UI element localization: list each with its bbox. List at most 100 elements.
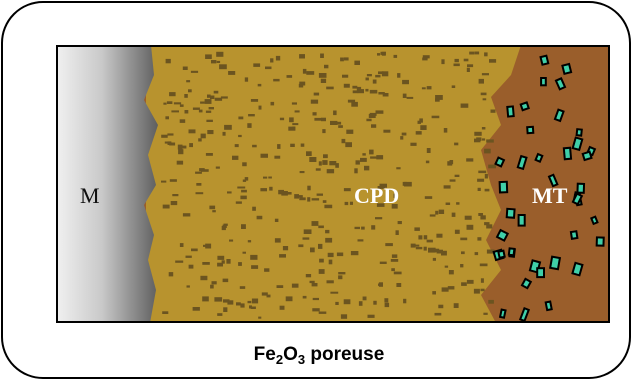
pore (244, 77, 249, 82)
crystal (569, 230, 579, 240)
pore (369, 89, 378, 94)
pore (454, 229, 460, 234)
pore (312, 112, 317, 116)
pore (251, 298, 259, 304)
pore (420, 125, 427, 130)
pore (435, 210, 439, 215)
pore (240, 195, 247, 200)
pore (229, 239, 234, 242)
pore (434, 312, 442, 316)
pore (249, 305, 252, 309)
pore (315, 168, 321, 171)
pore (209, 205, 216, 210)
pore (340, 57, 344, 62)
pore (460, 264, 464, 268)
pore (425, 160, 430, 164)
pore (361, 226, 365, 230)
pore (227, 191, 232, 194)
pore (376, 155, 384, 160)
pore (200, 169, 209, 172)
pore-pattern (161, 51, 497, 319)
pore (292, 123, 299, 126)
pore (326, 280, 334, 284)
pore (391, 254, 398, 258)
pore (169, 92, 176, 97)
pore (325, 229, 330, 234)
pore (318, 311, 327, 314)
pore (443, 185, 451, 189)
pore (343, 188, 351, 192)
crystal (507, 247, 516, 257)
pore (417, 120, 421, 124)
pore (438, 304, 444, 309)
pore (270, 101, 275, 106)
pore (358, 301, 363, 306)
pore (268, 176, 272, 179)
pore (481, 73, 489, 76)
pore (265, 66, 272, 70)
pore (238, 134, 242, 138)
pore (456, 202, 460, 205)
pore (178, 149, 184, 155)
pore (466, 279, 474, 284)
pore (338, 275, 343, 280)
pore (381, 71, 389, 77)
pore (396, 167, 401, 170)
pore (466, 224, 474, 230)
pore (345, 142, 352, 148)
pore (286, 75, 293, 78)
pore (198, 138, 202, 142)
pore (318, 243, 323, 249)
pore (355, 160, 360, 165)
pore (285, 192, 292, 195)
pore (415, 244, 420, 247)
pore (222, 131, 226, 136)
pore (415, 131, 422, 135)
pore (291, 283, 299, 288)
pore (460, 237, 468, 241)
pore (299, 197, 306, 201)
pore (378, 283, 383, 286)
pore (466, 158, 474, 162)
pore (167, 133, 174, 136)
pore (383, 129, 391, 133)
pore (351, 101, 358, 107)
crystal (536, 267, 546, 279)
crystal (498, 180, 509, 194)
corrosion-layers-diagram: M CPD MT (56, 45, 610, 323)
crystal (520, 277, 533, 290)
pore (298, 83, 304, 88)
crystal (571, 261, 584, 277)
pore (163, 102, 167, 105)
pore (451, 85, 456, 88)
pore (206, 119, 213, 122)
crystal (534, 152, 544, 163)
pore (330, 120, 338, 125)
pore (189, 143, 193, 148)
pore (212, 210, 216, 213)
pore (486, 139, 494, 143)
pore (302, 237, 310, 240)
pore (219, 64, 227, 70)
crystal (554, 77, 567, 91)
pore (343, 83, 350, 88)
pore (205, 110, 212, 113)
pore (223, 307, 228, 312)
pore (467, 64, 474, 68)
pore (481, 138, 486, 141)
pore (402, 79, 409, 85)
pore (260, 153, 268, 158)
pore (238, 116, 244, 120)
pore (375, 110, 384, 114)
pore (185, 255, 192, 258)
pore (488, 164, 496, 169)
pore (166, 101, 173, 104)
pore (252, 206, 256, 211)
pore (382, 93, 389, 97)
pore (365, 88, 369, 92)
pore (318, 225, 324, 229)
pore (238, 262, 242, 266)
pore (454, 58, 459, 63)
pore (375, 74, 381, 78)
pore (376, 203, 385, 207)
